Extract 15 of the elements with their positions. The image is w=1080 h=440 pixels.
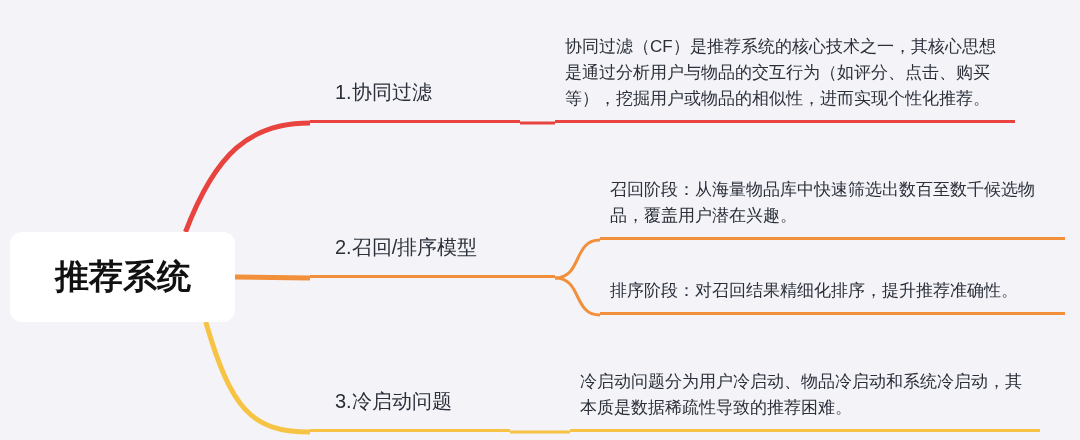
branch-topic: 2.召回/排序模型 <box>310 225 555 278</box>
branch-line <box>510 430 570 434</box>
branch-line <box>203 321 311 435</box>
branch-line <box>183 120 311 233</box>
branch-topic: 3.冷启动问题 <box>310 378 510 432</box>
central-topic-box: 推荐系统 <box>10 232 235 322</box>
note-text: 冷启动问题分为用户冷启动、物品冷启动和系统冷启动，其本质是数据稀疏性导致的推荐困难。 <box>570 362 1040 432</box>
note-text: 协同过滤（CF）是推荐系统的核心技术之一，其核心思想是通过分析用户与物品的交互行为（如评分、点击、购买等），挖掘用户或物品的相似性，进而实现个性化推荐。 <box>555 5 1015 123</box>
note-text: 召回阶段：从海量物品库中快速筛选出数百至数千候选物品，覆盖用户潜在兴趣。 <box>600 170 1065 240</box>
branch-line <box>554 238 601 280</box>
branch-line <box>234 274 311 281</box>
note-text: 排序阶段：对召回结果精细化排序，提升推荐准确性。 <box>600 246 1065 315</box>
branch-line <box>554 276 601 317</box>
branch-line <box>520 121 555 125</box>
branch-topic: 1.协同过滤 <box>310 72 520 123</box>
